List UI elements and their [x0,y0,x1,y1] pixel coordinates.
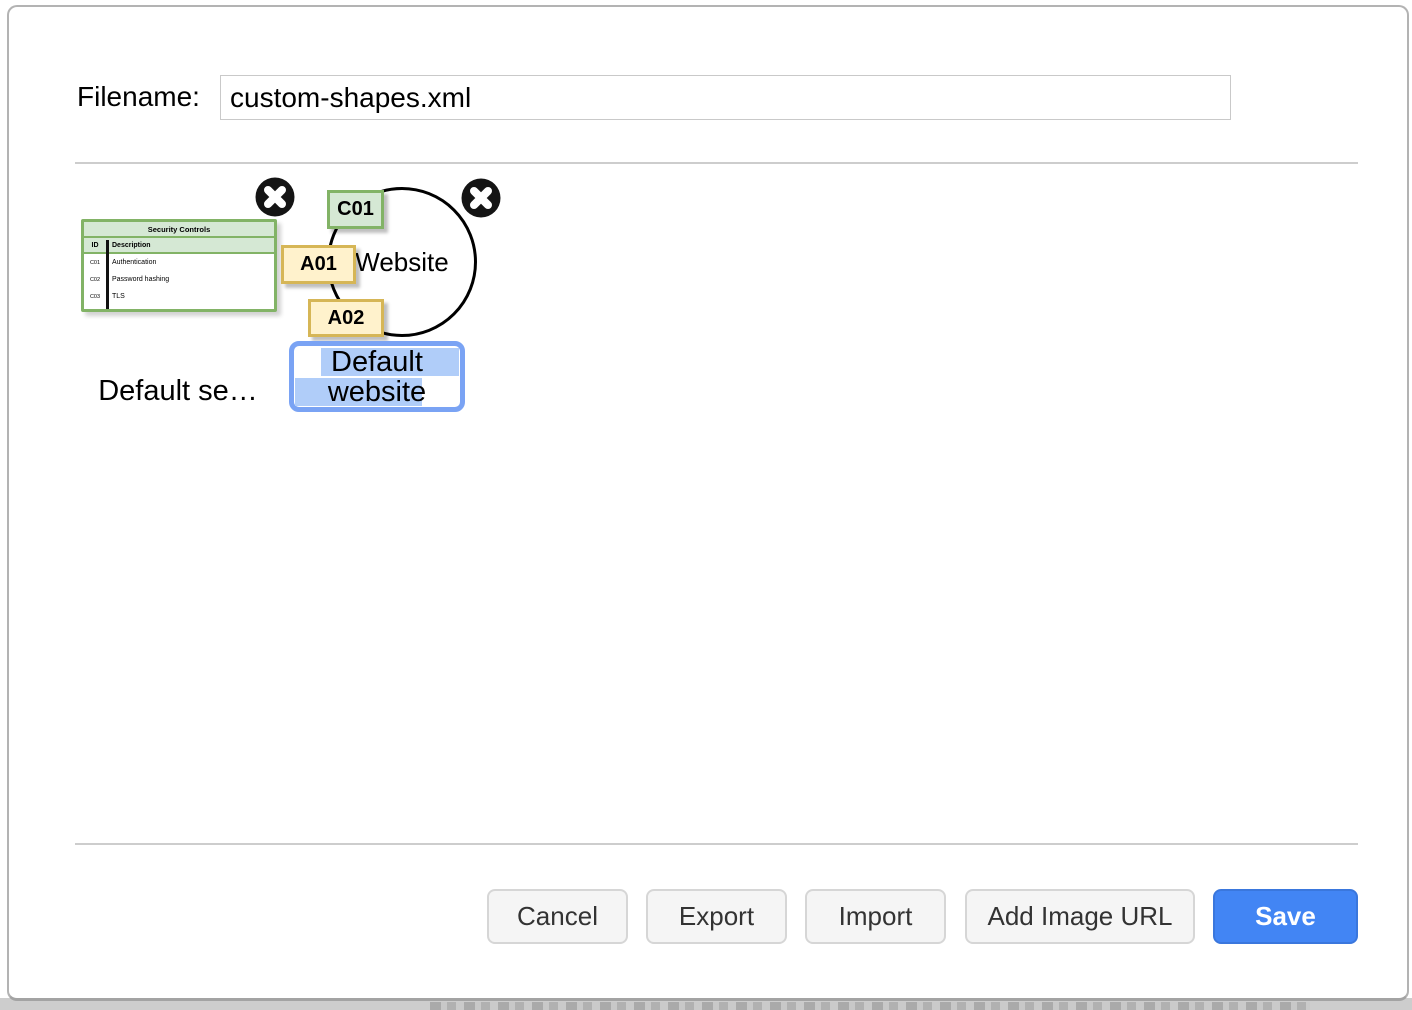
table-row: C02 Password hashing [84,271,274,288]
import-button[interactable]: Import [805,889,946,944]
editor-line-1: Default [294,347,460,377]
cancel-button[interactable]: Cancel [487,889,628,944]
top-divider [75,162,1358,164]
table-cell-description: Authentication [112,259,157,266]
table-cell-id: C03 [89,293,101,300]
add-image-url-button[interactable]: Add Image URL [965,889,1195,944]
website-circle-label: Website [355,247,449,277]
node-c01: C01 [327,190,384,229]
table-row: C01 Authentication [84,254,274,271]
table-cell-description: TLS [112,293,125,300]
x-circle-icon [461,178,501,218]
delete-shape-button[interactable] [461,178,501,218]
shape-name-editor[interactable]: Default website [289,341,465,412]
x-circle-icon [255,177,295,217]
delete-shape-button[interactable] [255,177,295,217]
table-header-id: ID [91,241,99,249]
editor-text: website [327,375,427,408]
node-a02: A02 [308,299,384,337]
table-cell-description: Password hashing [112,276,170,283]
filename-label: Filename: [77,81,200,112]
shape-name-label: Default se… [98,375,258,407]
save-button[interactable]: Save [1213,889,1358,944]
export-button[interactable]: Export [646,889,787,944]
table-header-description: Description [112,241,151,249]
table-cell-id: C01 [89,259,101,266]
table-cell-id: C02 [89,276,101,283]
node-a01: A01 [281,245,356,284]
table-row: C03 TLS [84,288,274,305]
table-title: Security Controls [84,222,274,238]
table-column-divider [106,240,109,309]
library-shape-security-controls[interactable]: Security Controls ID Description C01 Aut… [81,219,277,312]
table-header-row: ID Description [84,238,274,254]
editor-text: Default [331,345,423,378]
bottom-divider [75,843,1358,845]
editor-line-2: website [294,377,460,407]
background-page-blurred-text [430,1002,1310,1010]
background-page-strip [0,998,1412,1010]
filename-input[interactable] [220,75,1231,120]
shape-library-dialog: Filename: Security Controls ID Descripti… [7,5,1409,1001]
